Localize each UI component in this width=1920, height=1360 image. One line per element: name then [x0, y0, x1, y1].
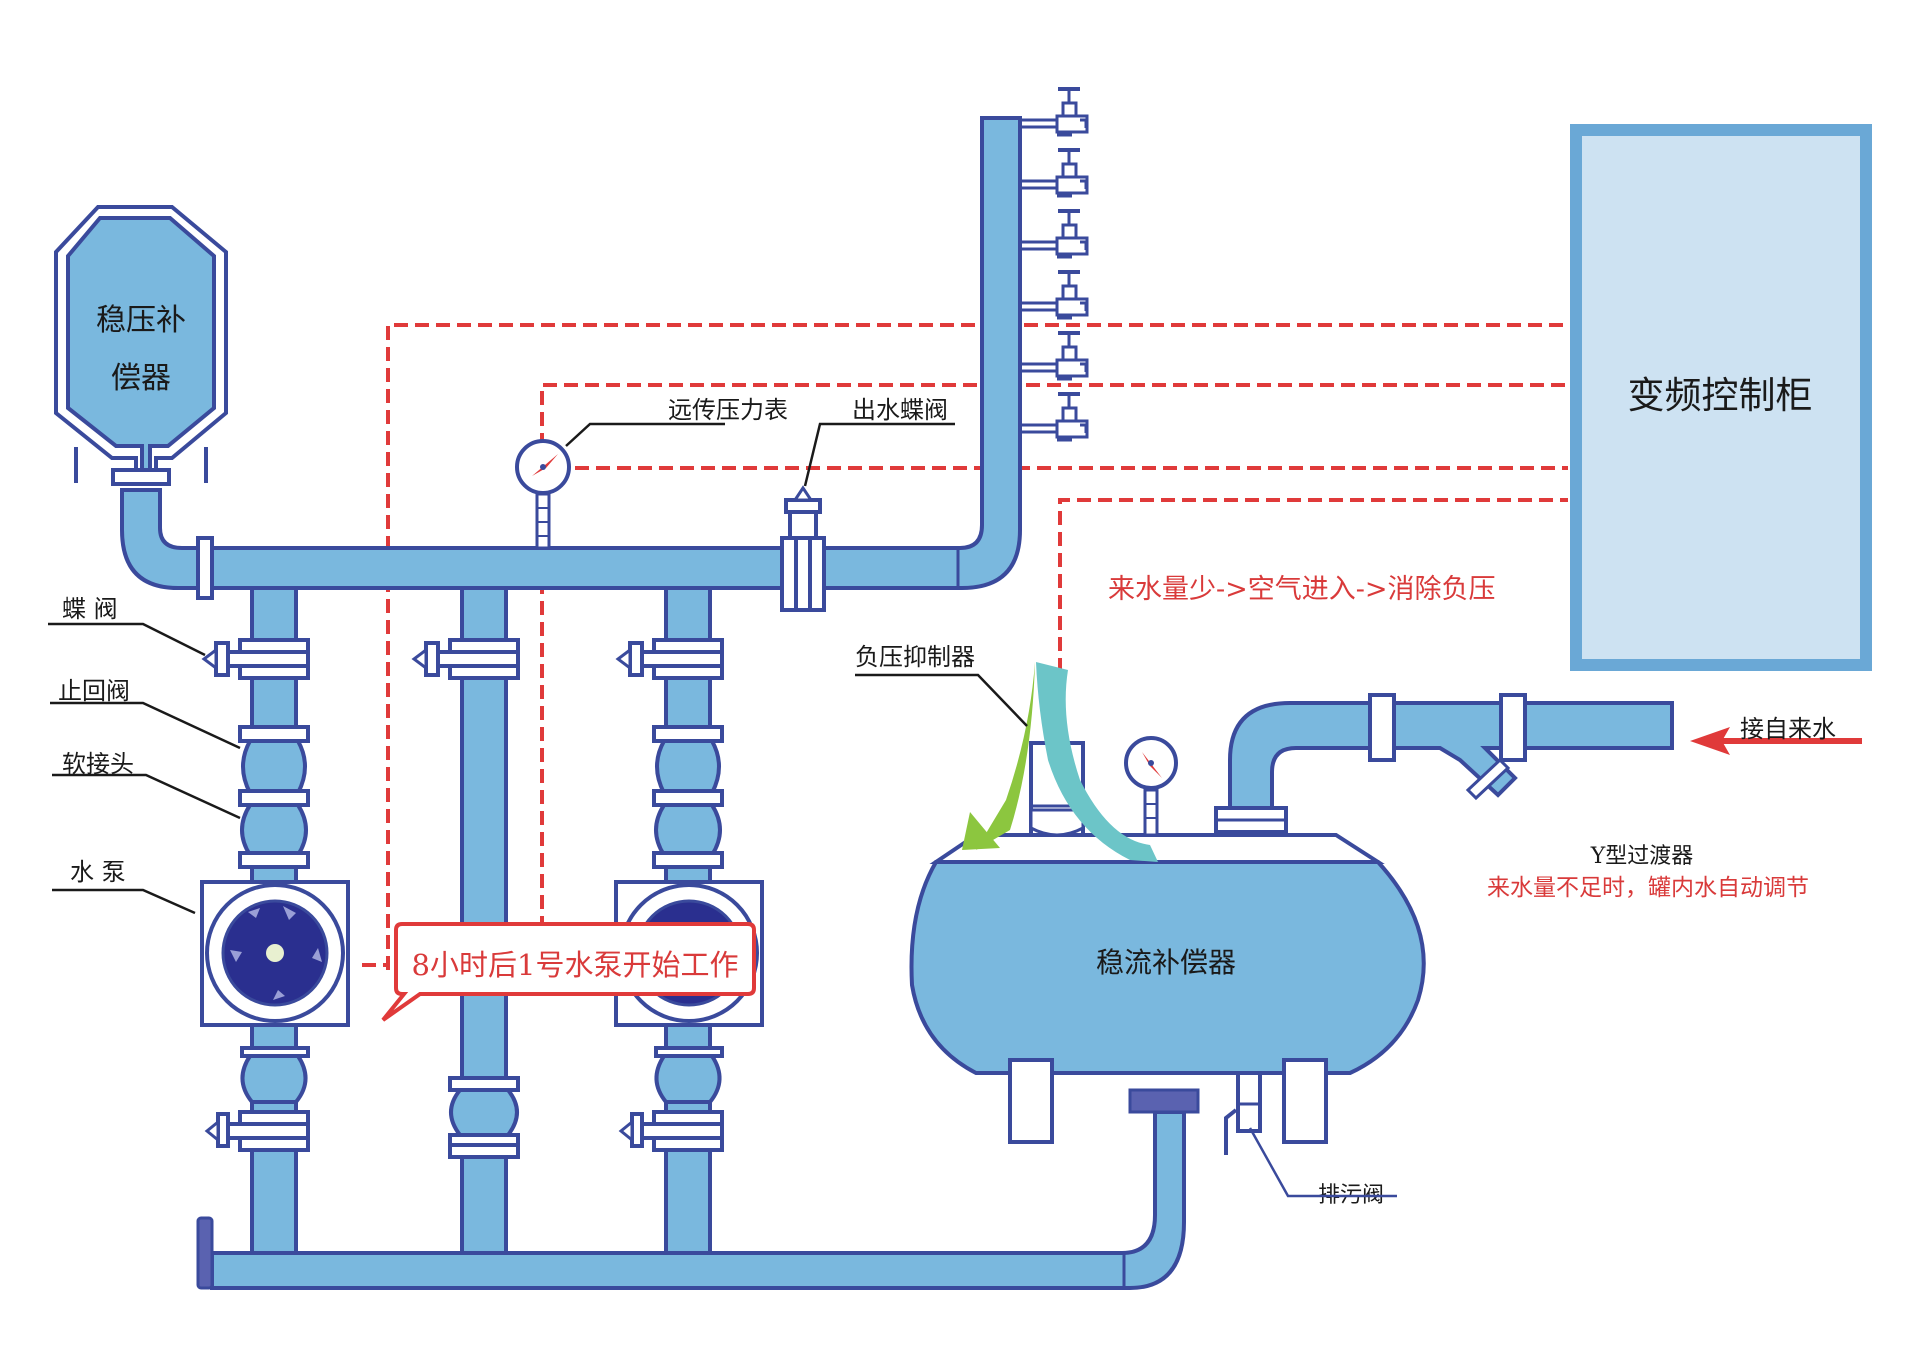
bottom-inlet-pipe: [196, 1088, 1200, 1290]
tank-flange: [111, 468, 171, 486]
outlet-tap[interactable]: [1020, 392, 1089, 442]
butterfly-valve-1b[interactable]: [204, 1110, 310, 1152]
air-flow-teal-icon: [1036, 662, 1158, 862]
negative-pressure-suppressor: [962, 662, 1158, 862]
control-cabinet: 变频控制柜: [1570, 124, 1872, 671]
inlet-pipe: [1214, 693, 1862, 837]
flex-joint-1a: [241, 739, 307, 795]
inlet-flange-1: [1368, 693, 1396, 762]
butterfly-valve-1[interactable]: [201, 638, 310, 680]
butterfly-valve-3[interactable]: [615, 638, 724, 680]
signal-line-suppressor: [1058, 498, 1568, 672]
signal-line-pump1: [386, 323, 1568, 970]
pressure-tank: 稳压补 偿器: [54, 205, 228, 483]
remote-pressure-gauge: [515, 439, 571, 550]
bottom-pipe-end-flange: [196, 1216, 214, 1290]
flow-tank-label: 稳流补偿器: [1096, 946, 1236, 979]
inlet-flange-2: [1499, 693, 1527, 762]
y-filter-cap: [1465, 757, 1511, 801]
pump-column-1: [200, 586, 350, 1255]
outlet-tap[interactable]: [1020, 331, 1089, 381]
outlet-taps: [1020, 87, 1089, 442]
main-outlet-pipe: [210, 116, 1022, 590]
pressure-tank-label-2: 偿器: [111, 361, 171, 396]
flex-joint-1b: [240, 803, 308, 857]
main-pipe-flange-left: [196, 536, 214, 600]
drain-valve[interactable]: [1224, 1071, 1262, 1155]
pump-callout-text: 8小时后1号水泵开始工作: [412, 948, 739, 982]
label-butterfly-valve: 蝶 阀: [62, 595, 118, 623]
pump-column-3: [614, 586, 764, 1255]
tank-pressure-gauge: [1124, 736, 1178, 837]
label-inlet: 接自来水: [1740, 715, 1836, 743]
signal-line-pump3: [540, 383, 1568, 930]
tank-leg-left: [1008, 1058, 1054, 1144]
flow-stabilizing-tank: 稳流补偿器: [909, 833, 1426, 1155]
label-remote-gauge: 远传压力表: [668, 396, 788, 424]
outlet-tap[interactable]: [1020, 148, 1089, 198]
pump-column-2: [411, 586, 520, 1255]
tank-connector-pipe: [111, 468, 214, 600]
check-valve-flange-1: [238, 725, 310, 743]
tank-leg-right: [1282, 1058, 1328, 1144]
component-labels: 蝶 阀 止回阀 软接头 水 泵 远传压力表 出水蝶阀 负压抑制器 接自来水 Y型…: [48, 396, 1836, 1208]
air-note: 来水量少->空气进入->消除负压: [1108, 574, 1496, 605]
signal-lines: [362, 323, 1568, 970]
butterfly-valve-2[interactable]: [411, 638, 520, 680]
outlet-tap[interactable]: [1020, 87, 1089, 137]
control-cabinet-label: 变频控制柜: [1628, 374, 1813, 417]
pressure-tank-label-1: 稳压补: [96, 303, 186, 338]
label-outlet-valve: 出水蝶阀: [852, 396, 948, 424]
pump-1[interactable]: [200, 880, 350, 1027]
label-suppressor: 负压抑制器: [855, 643, 975, 671]
label-flex-joint: 软接头: [62, 750, 134, 778]
outlet-butterfly-valve[interactable]: [780, 485, 826, 612]
butterfly-valve-3b[interactable]: [618, 1110, 724, 1152]
air-flow-green-icon: [976, 662, 1035, 850]
outlet-tap[interactable]: [1020, 270, 1089, 320]
label-y-filter: Y型过渡器: [1590, 844, 1694, 869]
inflow-arrow-icon: [1690, 727, 1862, 755]
tank-note: 来水量不足时，罐内水自动调节: [1487, 875, 1809, 901]
tank-outlet-flange: [1128, 1088, 1200, 1114]
pump-callout: 8小时后1号水泵开始工作: [381, 922, 756, 1022]
outlet-tap[interactable]: [1020, 209, 1089, 259]
label-check-valve: 止回阀: [58, 677, 130, 705]
label-pump: 水 泵: [70, 858, 126, 886]
